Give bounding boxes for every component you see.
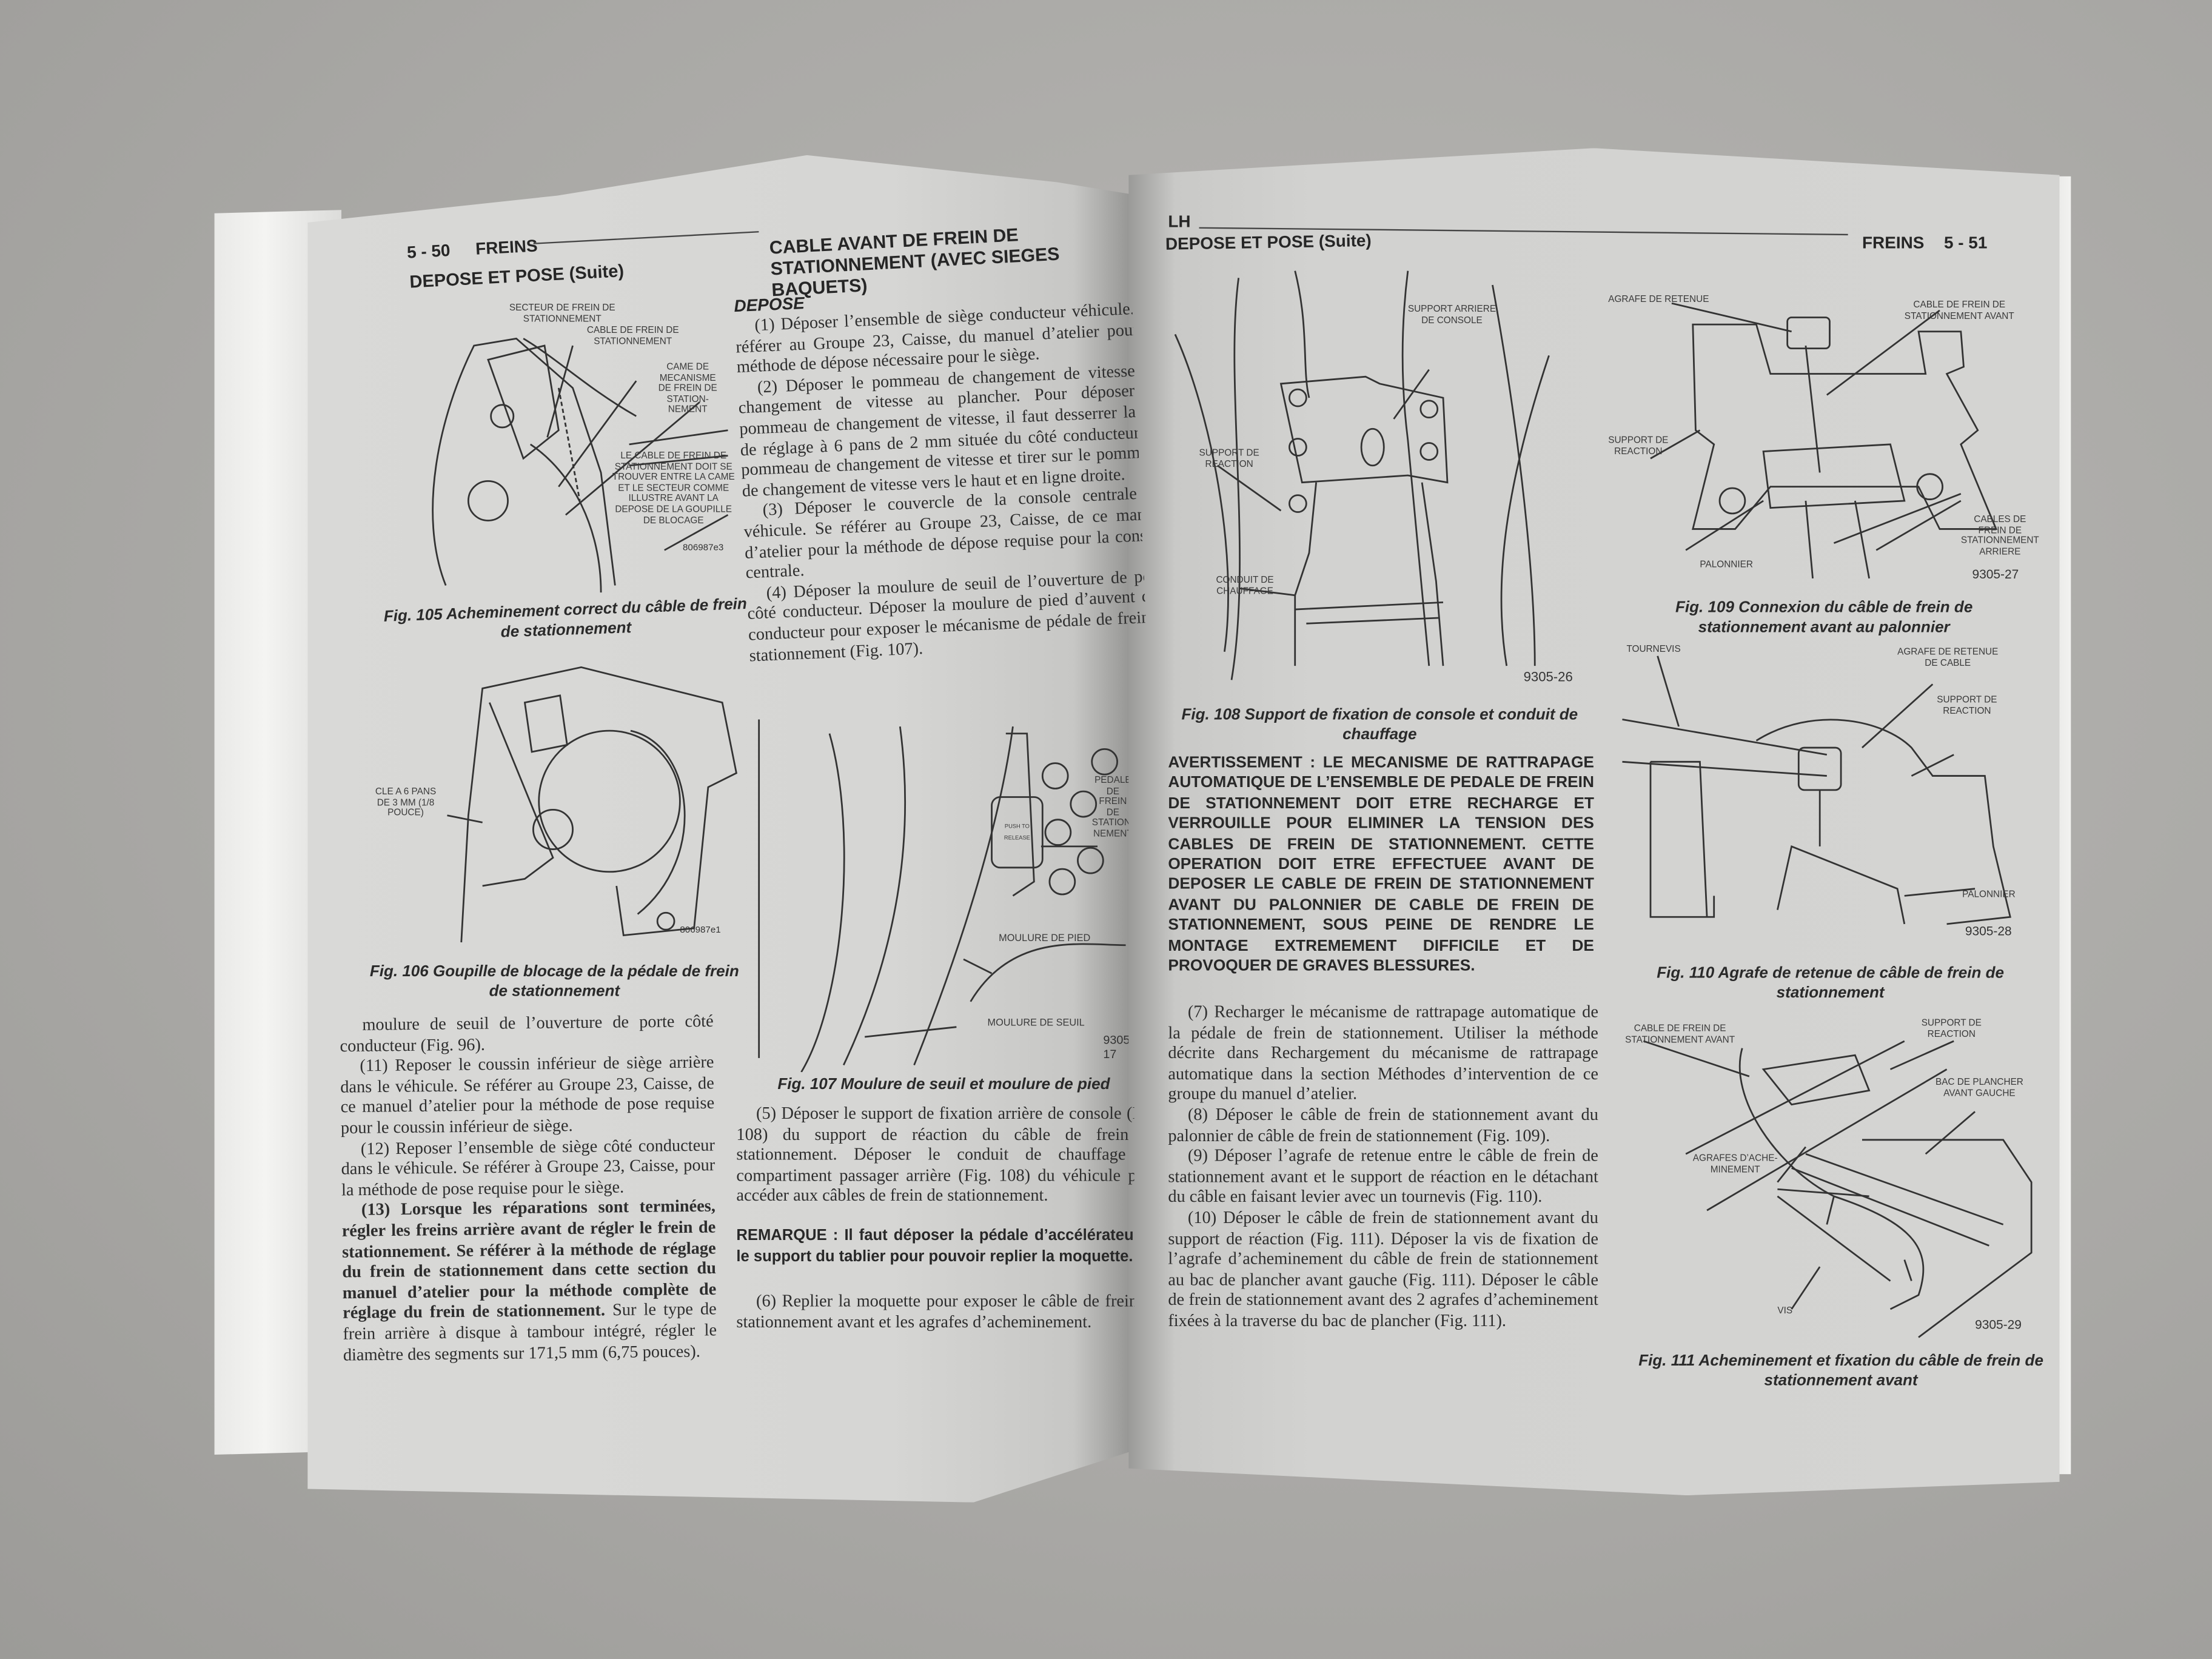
fig108-label-conduit: CONDUIT DE CHAUFFAGE <box>1216 575 1274 597</box>
fig109-label-cable-avant: CABLE DE FREIN DE STATIONNEMENT AVANT <box>1904 300 2014 321</box>
paragraph-step-10: (10) Déposer le câble de frein de statio… <box>1168 1207 1598 1330</box>
section-heading-right: DEPOSE ET POSE (Suite) <box>1165 230 1372 254</box>
left-column-text: moulure de seuil de l’ouverture de porte… <box>340 1011 717 1365</box>
left-page <box>307 155 1140 1503</box>
fig111-label-vis: VIS <box>1777 1306 1793 1316</box>
page-number: 5 - 50 <box>406 240 451 263</box>
fig108-id: 9305-26 <box>1523 670 1573 686</box>
fig110-label-agrafe: AGRAFE DE RETENUE DE CABLE <box>1897 647 1999 668</box>
console-bracket-drawing <box>1174 270 1550 680</box>
fig109-label-support: SUPPORT DE REACTION <box>1608 435 1669 457</box>
section-name: FREINS <box>475 235 538 259</box>
remarque-text: Il faut déposer la pédale d’accélérateur… <box>736 1227 1134 1265</box>
fig109-label-palonnier: PALONNIER <box>1700 560 1753 570</box>
fig109-caption: Fig. 109 Connexion du câble de frein de … <box>1675 599 1973 637</box>
fig106-label-hex-key: CLE A 6 PANS DE 3 MM (1/8 POUCE) <box>375 787 437 819</box>
cable-equalizer-connection-drawing <box>1650 302 1998 579</box>
remarque-label: REMARQUE : <box>736 1227 839 1244</box>
fig108-label-support-arriere: SUPPORT ARRIERE DE CONSOLE <box>1407 304 1496 326</box>
paragraph-step-6: (6) Replier la moquette pour exposer le … <box>736 1290 1134 1332</box>
right-page <box>1128 148 2060 1496</box>
paragraph-step-7: (7) Recharger le mécanisme de rattrapage… <box>1168 1001 1598 1104</box>
fig109-id: 9305-27 <box>1972 567 2019 581</box>
fig111-label-agrafes: AGRAFES D’ACHE- MINEMENT <box>1692 1154 1778 1175</box>
figure-111: CABLE DE FREIN DE STATIONNEMENT AVANT SU… <box>1622 1013 2038 1351</box>
cable-routing-drawing <box>1643 1040 2033 1338</box>
paragraph-step-9: (9) Déposer l’agrafe de retenue entre le… <box>1168 1145 1598 1207</box>
right-column-lower-text: (5) Déposer le support de fixation arriè… <box>736 1103 1134 1427</box>
fig105-label-secteur: SECTEUR DE FREIN DE STATIONNEMENT <box>509 303 615 324</box>
paragraph-step-12: (12) Reposer l’ensemble de siège côté co… <box>341 1134 716 1199</box>
pedal-lock-pin-drawing <box>447 666 738 943</box>
fig108-label-support-reaction: SUPPORT DE REACTION <box>1199 448 1259 469</box>
figure-106: CLE A 6 PANS DE 3 MM (1/8 POUCE) 806987e… <box>370 646 740 950</box>
retaining-clip-screwdriver-drawing <box>1622 655 2011 925</box>
fig107-label-moulure-seuil: MOULURE DE SEUIL <box>987 1018 1085 1029</box>
figure-105: SECTEUR DE FREIN DE STATIONNEMENT CABLE … <box>389 303 735 600</box>
remarque-note: REMARQUE : Il faut déposer la pédale d’a… <box>736 1226 1134 1269</box>
fig105-id: 806987e3 <box>683 543 724 553</box>
section-name-right: FREINS <box>1862 232 1925 253</box>
right-column-upper-text: DEPOSE (1) Déposer l’ensemble de siège c… <box>734 279 1150 719</box>
page-number-right: 5 - 51 <box>1943 232 1988 253</box>
fig107-caption: Fig. 107 Moulure de seuil et moulure de … <box>777 1076 1110 1094</box>
fig106-caption: Fig. 106 Goupille de blocage de la pédal… <box>369 963 739 1000</box>
paragraph-step-11: (11) Reposer le coussin inférieur de siè… <box>340 1052 715 1138</box>
paragraph-continued: moulure de seuil de l’ouverture de porte… <box>340 1011 714 1056</box>
figure-107: PEDALE DE FREIN DE STATION- NEMENT MOULU… <box>745 719 1129 1073</box>
fig105-label-cable: CABLE DE FREIN DE STATIONNEMENT <box>586 326 679 347</box>
fig111-label-bac: BAC DE PLANCHER AVANT GAUCHE <box>1935 1078 2023 1099</box>
right-page-text: (7) Recharger le mécanisme de rattrapage… <box>1168 1002 1598 1331</box>
figure-108: SUPPORT ARRIERE DE CONSOLE SUPPORT DE RE… <box>1168 270 1591 694</box>
parking-brake-mechanism-drawing <box>432 337 729 593</box>
fig109-label-cables-arriere: CABLES DE FREIN DE STATIONNEMENT ARRIERE <box>1960 515 2039 557</box>
fig107-label-pedale: PEDALE DE FREIN DE STATION- NEMENT <box>1091 776 1129 840</box>
pedal-push-to-release-text: PUSH TO RELEASE <box>1004 822 1030 840</box>
paragraph-step-2: (2) Déposer le pommeau de changement de … <box>738 359 1150 501</box>
fig109-label-agrafe: AGRAFE DE RETENUE <box>1608 295 1709 305</box>
fig111-label-cable-avant: CABLE DE FREIN DE STATIONNEMENT AVANT <box>1625 1024 1735 1045</box>
fig111-label-support: SUPPORT DE REACTION <box>1921 1018 1982 1039</box>
warning-block: AVERTISSEMENT : LE MECANISME DE RATTRAPA… <box>1168 753 1594 977</box>
warning-text: LE MECANISME DE RATTRAPAGE AUTOMATIQUE D… <box>1168 754 1594 975</box>
fig110-label-support: SUPPORT DE REACTION <box>1937 695 1997 716</box>
figure-110: TOURNEVIS AGRAFE DE RETENUE DE CABLE SUP… <box>1615 642 2031 953</box>
fig105-label-note: LE CABLE DE FREIN DE STATIONNEMENT DOIT … <box>612 451 735 526</box>
right-running-head: LH <box>1168 211 1191 232</box>
fig111-id: 9305-29 <box>1975 1317 2022 1332</box>
fig107-label-moulure-pied: MOULURE DE PIED <box>999 934 1091 944</box>
sill-and-kick-panel-drawing <box>758 719 1126 1073</box>
paragraph-step-5: (5) Déposer le support de fixation arriè… <box>736 1103 1134 1205</box>
fig110-id: 9305-28 <box>1965 923 2012 939</box>
right-running-header: FREINS 5 - 51 <box>1862 230 1987 255</box>
figure-109: AGRAFE DE RETENUE CABLE DE FREIN DE STAT… <box>1608 289 2039 592</box>
fig110-caption: Fig. 110 Agrafe de retenue de câble de f… <box>1657 965 2005 1002</box>
fig111-caption: Fig. 111 Acheminement et fixation du câb… <box>1638 1353 2043 1390</box>
fig110-label-palonnier: PALONNIER <box>1962 890 2016 900</box>
warning-label: AVERTISSEMENT : <box>1168 754 1316 772</box>
fig106-id: 806987e1 <box>680 925 721 936</box>
fig108-caption: Fig. 108 Support de fixation de console … <box>1181 706 1578 744</box>
fig105-label-came: CAME DE MECANISME DE FREIN DE STATION- N… <box>658 362 717 415</box>
fig110-label-tournevis: TOURNEVIS <box>1626 645 1681 655</box>
fig107-id: 9305-17 <box>1103 1032 1128 1061</box>
paragraph-step-8: (8) Déposer le câble de frein de station… <box>1168 1104 1598 1145</box>
